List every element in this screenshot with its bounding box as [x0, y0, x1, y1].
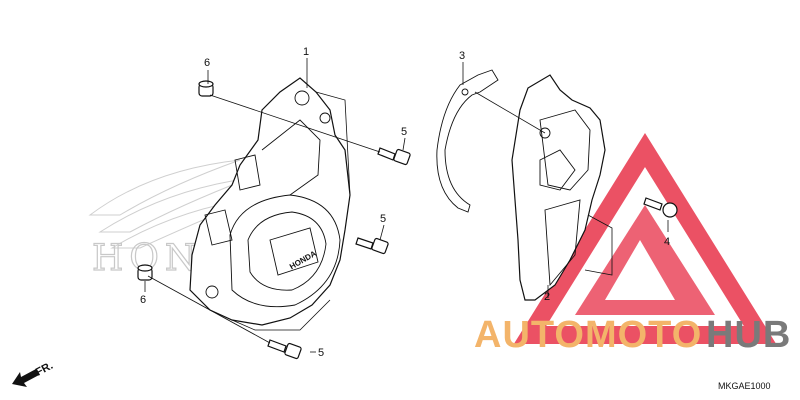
- diagram-code: MKGAE1000: [718, 381, 771, 391]
- brand-watermark: AUTOMOTO HUB: [474, 314, 791, 356]
- bolt-sprocket: [643, 197, 678, 218]
- front-arrow-icon: [12, 369, 39, 387]
- bolt-middle: [355, 237, 389, 255]
- front-label: FR.: [34, 360, 55, 379]
- callout-1: 1: [303, 46, 309, 58]
- sprocket-cover: [511, 74, 613, 301]
- callout-2: 2: [544, 291, 550, 303]
- callout-5-middle: 5: [380, 213, 386, 225]
- alternator-cover: HONDA: [189, 77, 351, 331]
- leader-lines: [144, 58, 669, 353]
- brand-text-part2: HUB: [706, 314, 791, 356]
- callout-5-right: 5: [401, 126, 407, 138]
- triangle-logo-icon: [513, 132, 777, 344]
- bolt-right: [377, 147, 411, 166]
- callout-3: 3: [459, 50, 465, 62]
- callout-4: 4: [664, 236, 670, 248]
- dowel-pin-upper: [198, 80, 214, 97]
- callout-6-upper: 6: [204, 57, 210, 69]
- brand-text-part1: AUTOMOTO: [474, 314, 702, 356]
- callout-6-lower: 6: [140, 294, 146, 306]
- dowel-pin-lower: [137, 264, 153, 281]
- callout-5-lower: 5: [318, 347, 324, 359]
- gasket: [436, 69, 499, 213]
- bolt-lower: [267, 339, 302, 360]
- front-direction: FR.: [12, 360, 55, 387]
